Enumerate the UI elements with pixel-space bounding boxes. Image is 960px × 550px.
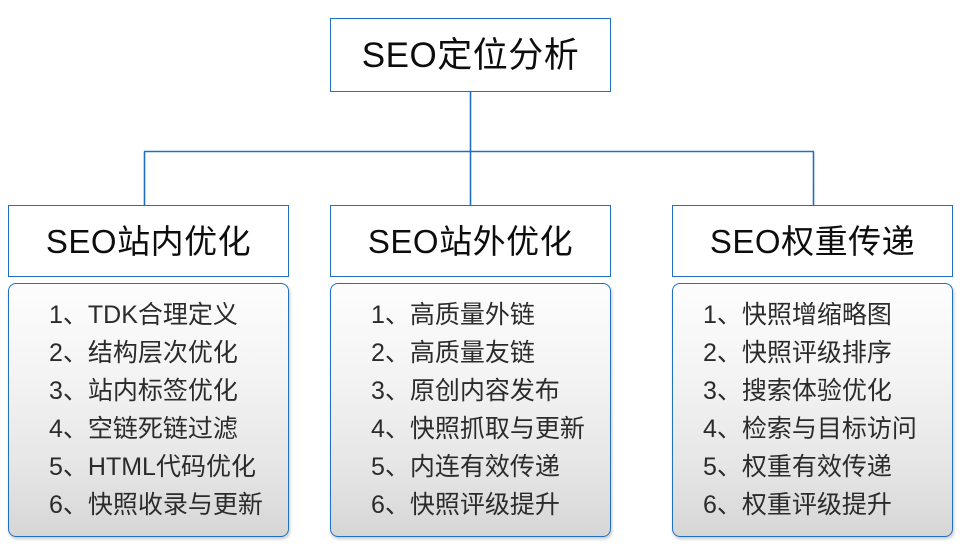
- root-node-title: SEO定位分析: [361, 35, 580, 75]
- branch-column-2: SEO站外优化 1、 高质量外链 2、 高质量友链 3、 原创内容发布 4、 快: [330, 205, 611, 537]
- list-item-number: 1、: [49, 301, 88, 329]
- list-item-label: 检索与目标访问: [741, 415, 917, 443]
- root-node[interactable]: SEO定位分析: [330, 18, 611, 92]
- list-item-label: 权重评级提升: [741, 491, 892, 519]
- branch-item-list-1: 1、 TDK合理定义 2、 结构层次优化 3、 站内标签优化 4、 空链死链过滤…: [9, 296, 288, 524]
- list-item-label: 快照抓取与更新: [409, 415, 585, 443]
- list-item-number: 4、: [49, 415, 88, 443]
- list-item: 1、 TDK合理定义: [49, 296, 288, 334]
- list-item-label: 空链死链过滤: [87, 415, 238, 443]
- branch-header-1[interactable]: SEO站内优化: [8, 205, 289, 277]
- list-item: 1、 高质量外链: [371, 296, 610, 334]
- branch-column-1: SEO站内优化 1、 TDK合理定义 2、 结构层次优化 3、 站内标签优化 4…: [8, 205, 289, 537]
- list-item: 3、 搜索体验优化: [703, 372, 952, 410]
- list-item: 5、 HTML代码优化: [49, 448, 288, 486]
- list-item: 5、 权重有效传递: [703, 448, 952, 486]
- list-item-number: 6、: [371, 491, 410, 519]
- list-item-label: 快照增缩略图: [741, 301, 892, 329]
- list-item: 4、 快照抓取与更新: [371, 410, 610, 448]
- list-item: 2、 结构层次优化: [49, 334, 288, 372]
- list-item-label: 高质量外链: [409, 301, 535, 329]
- list-item: 3、 原创内容发布: [371, 372, 610, 410]
- list-item-number: 6、: [49, 491, 88, 519]
- list-item-label: 搜索体验优化: [741, 377, 892, 405]
- list-item: 6、 快照收录与更新: [49, 486, 288, 524]
- branch-header-title-2: SEO站外优化: [367, 222, 574, 260]
- branch-header-title-1: SEO站内优化: [45, 222, 252, 260]
- list-item-number: 4、: [703, 415, 742, 443]
- list-item-label: 原创内容发布: [409, 377, 560, 405]
- branch-header-3[interactable]: SEO权重传递: [672, 205, 953, 277]
- list-item-number: 2、: [49, 339, 88, 367]
- list-item-label: TDK合理定义: [87, 301, 238, 329]
- list-item: 1、 快照增缩略图: [703, 296, 952, 334]
- list-item-number: 3、: [49, 377, 88, 405]
- list-item: 6、 权重评级提升: [703, 486, 952, 524]
- list-item-number: 4、: [371, 415, 410, 443]
- list-item-number: 5、: [371, 453, 410, 481]
- list-item-number: 1、: [703, 301, 742, 329]
- list-item-label: 结构层次优化: [87, 339, 238, 367]
- list-item: 4、 检索与目标访问: [703, 410, 952, 448]
- list-item-number: 3、: [703, 377, 742, 405]
- list-item-number: 1、: [371, 301, 410, 329]
- list-item: 2、 高质量友链: [371, 334, 610, 372]
- branch-header-2[interactable]: SEO站外优化: [330, 205, 611, 277]
- list-item-label: HTML代码优化: [87, 453, 256, 481]
- list-item-number: 5、: [703, 453, 742, 481]
- list-item: 4、 空链死链过滤: [49, 410, 288, 448]
- list-item-label: 内连有效传递: [409, 453, 560, 481]
- list-item-label: 高质量友链: [409, 339, 535, 367]
- branch-body-1: 1、 TDK合理定义 2、 结构层次优化 3、 站内标签优化 4、 空链死链过滤…: [8, 283, 289, 537]
- list-item-number: 2、: [703, 339, 742, 367]
- list-item-number: 5、: [49, 453, 88, 481]
- list-item-label: 快照评级提升: [409, 491, 560, 519]
- branch-item-list-3: 1、 快照增缩略图 2、 快照评级排序 3、 搜索体验优化 4、 检索与目标访问…: [673, 296, 952, 524]
- branch-column-3: SEO权重传递 1、 快照增缩略图 2、 快照评级排序 3、 搜索体验优化 4、: [672, 205, 953, 537]
- list-item-label: 快照评级排序: [741, 339, 892, 367]
- branch-item-list-2: 1、 高质量外链 2、 高质量友链 3、 原创内容发布 4、 快照抓取与更新 5…: [331, 296, 610, 524]
- list-item-label: 站内标签优化: [87, 377, 238, 405]
- branch-header-title-3: SEO权重传递: [709, 222, 916, 260]
- list-item: 2、 快照评级排序: [703, 334, 952, 372]
- list-item: 3、 站内标签优化: [49, 372, 288, 410]
- list-item: 5、 内连有效传递: [371, 448, 610, 486]
- branch-body-3: 1、 快照增缩略图 2、 快照评级排序 3、 搜索体验优化 4、 检索与目标访问…: [672, 283, 953, 537]
- branch-body-2: 1、 高质量外链 2、 高质量友链 3、 原创内容发布 4、 快照抓取与更新 5…: [330, 283, 611, 537]
- list-item-number: 3、: [371, 377, 410, 405]
- list-item: 6、 快照评级提升: [371, 486, 610, 524]
- list-item-number: 6、: [703, 491, 742, 519]
- list-item-label: 快照收录与更新: [87, 491, 263, 519]
- list-item-label: 权重有效传递: [741, 453, 892, 481]
- list-item-number: 2、: [371, 339, 410, 367]
